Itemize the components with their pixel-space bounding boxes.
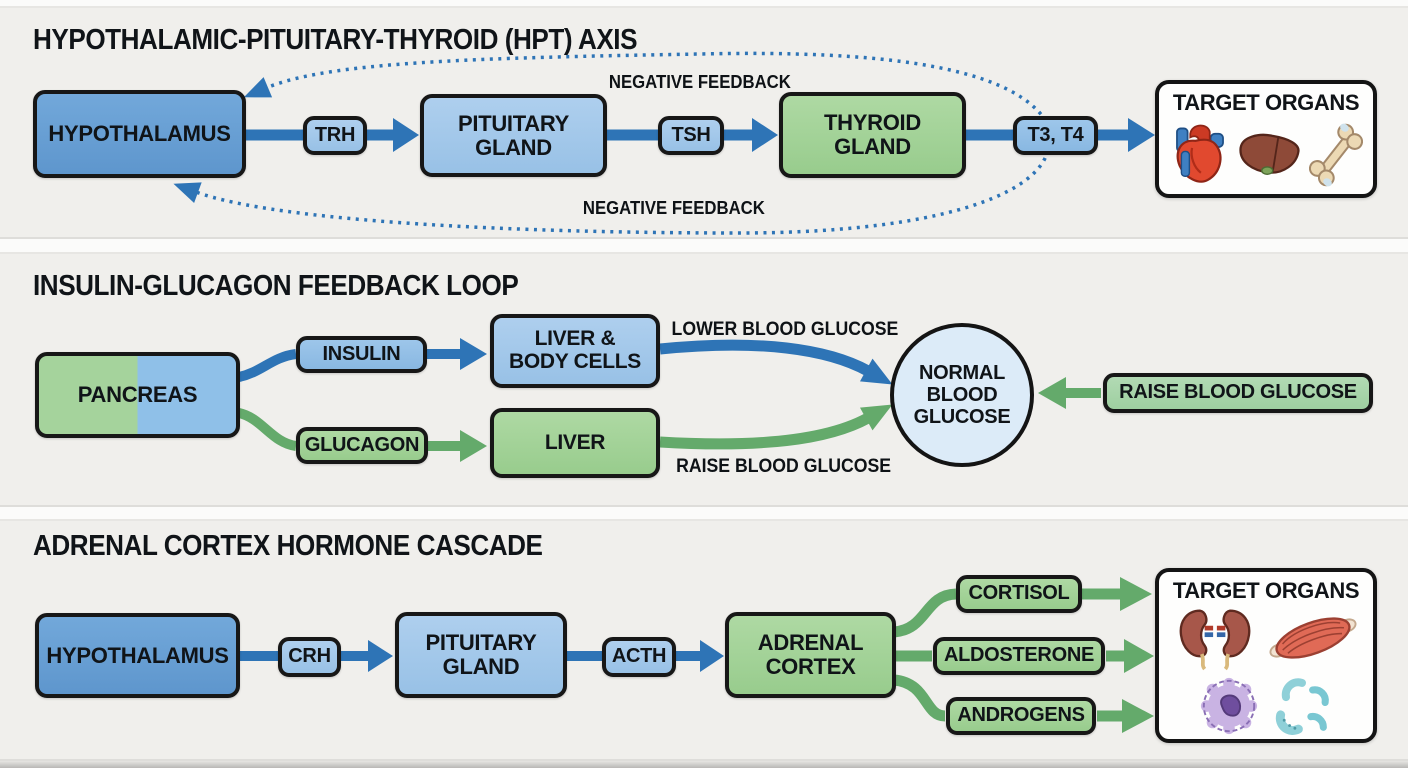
section-title-insulin-glucagon-text: INSULIN-GLUCAGON FEEDBACK LOOP [33, 270, 519, 302]
node-t3-t4: T3, T4 [1013, 116, 1098, 155]
node-liver-body-cells: LIVER & BODY CELLS [490, 314, 660, 388]
heart-icon [1176, 124, 1224, 183]
bottom-edge [0, 761, 1408, 768]
target-organs-title-adrenal: TARGET ORGANS [1172, 578, 1360, 603]
node-normal-blood-glucose: NORMAL BLOOD GLUCOSE [890, 323, 1034, 467]
node-androgens: ANDROGENS [946, 697, 1096, 735]
node-tsh: TSH [658, 116, 724, 155]
glucagon-path-arrows [237, 377, 1101, 462]
target-organs-icons-hpt [1169, 116, 1363, 194]
target-organs-title-hpt: TARGET ORGANS [1172, 90, 1360, 115]
negative-feedback-label-top: NEGATIVE FEEDBACK [609, 72, 791, 92]
node-trh: TRH [303, 116, 367, 155]
lower-blood-glucose-label: LOWER BLOOD GLUCOSE [671, 319, 899, 340]
microbes-icon [1275, 678, 1329, 736]
node-hypothalamus-hpt: HYPOTHALAMUS [33, 90, 246, 178]
liver-icon [1239, 133, 1300, 175]
hpt-forward-arrows [246, 118, 1155, 152]
adrenal-hormone-branches [893, 577, 1154, 733]
node-pancreas: PANCREAS [35, 352, 240, 438]
negative-feedback-label-bottom: NEGATIVE FEEDBACK [583, 198, 765, 218]
section-title-adrenal-text: ADRENAL CORTEX HORMONE CASCADE [33, 530, 543, 562]
immune-cell-icon [1200, 678, 1258, 735]
muscle-icon [1269, 617, 1357, 659]
node-acth: ACTH [602, 637, 676, 677]
adrenal-forward-arrows [240, 640, 724, 672]
section-title-hpt: HYPOTHALAMIC-PITUITARY-THYROID (HPT) AXI… [33, 24, 704, 57]
node-insulin: INSULIN [296, 336, 427, 373]
node-raise-blood-glucose: RAISE BLOOD GLUCOSE [1103, 373, 1373, 413]
node-pituitary-hpt: PITUITARY GLAND [420, 94, 607, 177]
node-cortisol: CORTISOL [956, 575, 1082, 613]
kidneys-icon [1179, 609, 1251, 671]
node-liver: LIVER [490, 408, 660, 478]
node-glucagon: GLUCAGON [296, 427, 428, 464]
target-organs-box-hpt: TARGET ORGANS [1155, 80, 1377, 198]
hpt-feedback-loops [173, 51, 1050, 235]
node-crh: CRH [278, 637, 341, 677]
raise-blood-glucose-label: RAISE BLOOD GLUCOSE [676, 456, 892, 477]
bone-icon [1309, 123, 1363, 187]
node-adrenal-cortex: ADRENAL CORTEX [725, 612, 896, 698]
section-title-insulin-glucagon: INSULIN-GLUCAGON FEEDBACK LOOP [33, 270, 572, 303]
node-aldosterone: ALDOSTERONE [933, 637, 1105, 675]
section-title-hpt-text: HYPOTHALAMIC-PITUITARY-THYROID (HPT) AXI… [33, 24, 638, 56]
insulin-path-arrows [237, 338, 893, 385]
section-title-adrenal: ADRENAL CORTEX HORMONE CASCADE [33, 530, 599, 563]
node-hypothalamus-adrenal: HYPOTHALAMUS [35, 613, 240, 698]
target-organs-icons-adrenal [1159, 604, 1373, 739]
target-organs-box-adrenal: TARGET ORGANS [1155, 568, 1377, 743]
node-pituitary-adrenal: PITUITARY GLAND [395, 612, 567, 698]
node-thyroid-gland: THYROID GLAND [779, 92, 966, 178]
